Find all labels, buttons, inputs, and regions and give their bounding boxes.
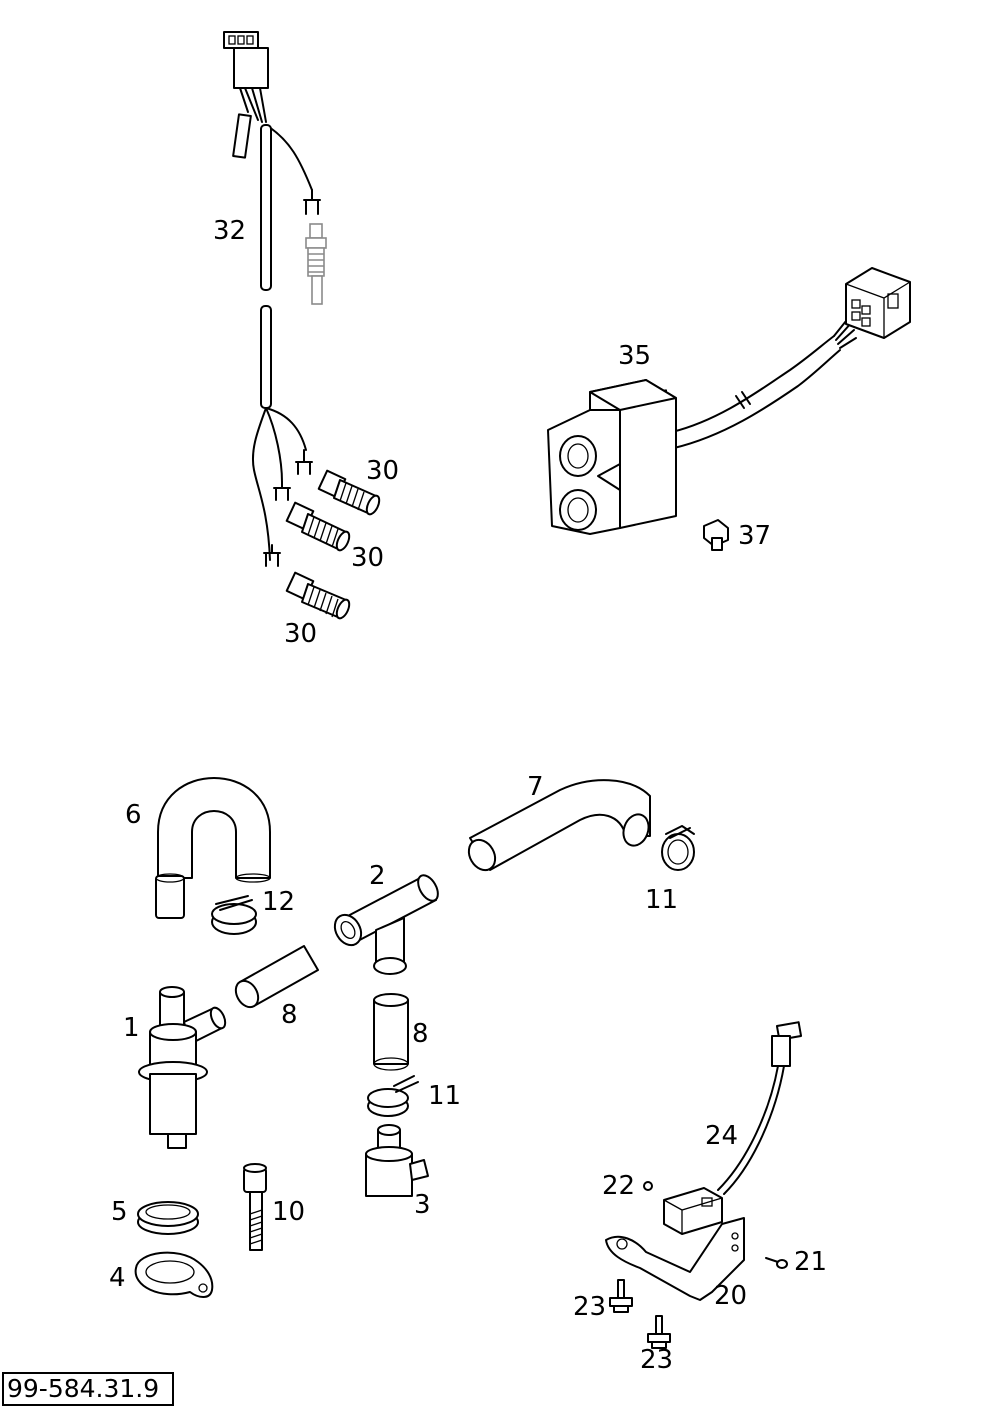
label-23-left: 23 (573, 1292, 606, 1322)
label-22: 22 (602, 1171, 635, 1201)
label-21: 21 (794, 1247, 827, 1277)
gasket-4 (134, 1251, 214, 1298)
label-8-left: 8 (281, 1000, 298, 1030)
nut-22 (643, 1181, 653, 1191)
catalog-reference-number: 99-584.31.9 (2, 1372, 174, 1406)
bent-hose-7 (467, 779, 651, 872)
u-hose-6 (155, 777, 271, 919)
label-32: 32 (213, 216, 246, 246)
label-35: 35 (618, 341, 651, 371)
label-4: 4 (109, 1263, 126, 1293)
label-6: 6 (125, 800, 142, 830)
hose-clamp-11-top (661, 825, 695, 871)
label-24: 24 (705, 1121, 738, 1151)
label-12: 12 (262, 887, 295, 917)
sensor-outline (305, 223, 327, 305)
elbow-3 (365, 1124, 429, 1197)
screw-23-left (609, 1279, 633, 1313)
label-7: 7 (527, 772, 544, 802)
label-1: 1 (123, 1013, 140, 1043)
label-11-top: 11 (645, 885, 678, 915)
label-3: 3 (414, 1190, 431, 1220)
label-37: 37 (738, 521, 771, 551)
temperature-sensor-30-top (317, 469, 381, 516)
label-11-bottom: 11 (428, 1081, 461, 1111)
screw-21 (765, 1257, 788, 1269)
temperature-sensor-30-bottom (285, 571, 351, 620)
label-30-top: 30 (366, 456, 399, 486)
hose-section-8-right (373, 993, 409, 1071)
label-2: 2 (369, 861, 386, 891)
label-5: 5 (111, 1197, 128, 1227)
label-10: 10 (272, 1197, 305, 1227)
label-23-bottom: 23 (640, 1345, 673, 1375)
valve-1 (138, 986, 227, 1149)
label-20: 20 (714, 1281, 747, 1311)
wiring-harness-32 (223, 31, 327, 567)
label-30-bottom: 30 (284, 619, 317, 649)
temperature-sensor-30-middle (285, 501, 351, 552)
hose-section-8-left (234, 945, 319, 1009)
part-labels: 32 30 30 30 35 37 6 7 12 2 11 8 1 8 11 2… (109, 216, 827, 1375)
label-30-middle: 30 (351, 543, 384, 573)
t-piece-2 (333, 874, 439, 975)
screw-37 (703, 519, 729, 551)
sensor-24 (663, 1021, 803, 1235)
ring-5 (137, 1201, 199, 1235)
label-8-right: 8 (412, 1019, 429, 1049)
hose-clamp-12 (211, 895, 257, 935)
bracket-20 (605, 1217, 745, 1301)
hose-clamp-11-bottom (367, 1075, 419, 1117)
screw-23-bottom (647, 1315, 671, 1349)
control-unit-35 (547, 267, 911, 535)
bolt-10 (243, 1163, 267, 1251)
